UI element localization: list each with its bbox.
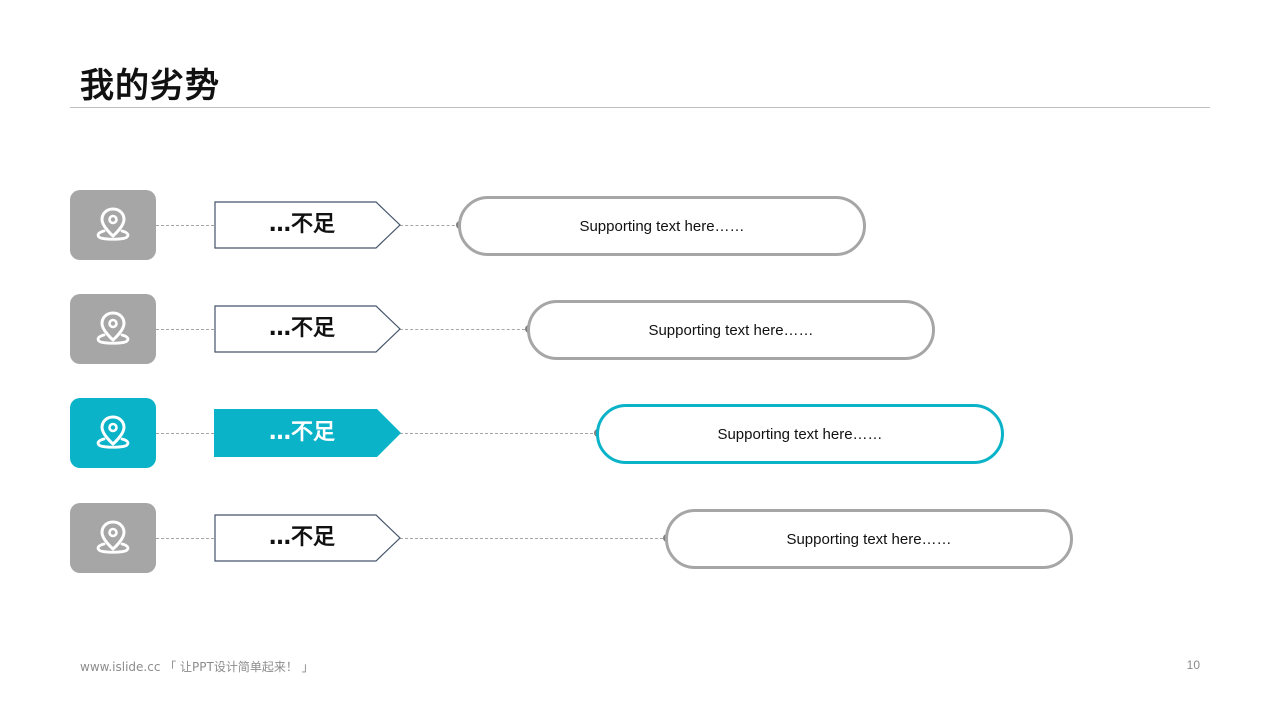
tag-shape [214,201,401,249]
item-tag-active: …不足 [214,409,402,457]
item-row-4: …不足 Supporting text here…… [0,503,1280,575]
footer-text: www.islide.cc 「 让PPT设计简单起来！ 」 [80,660,314,674]
item-tag-label: …不足 [268,420,335,445]
item-tag-label: …不足 [268,525,335,550]
item-row-2: …不足 Supporting text here…… [0,294,1280,366]
page-number: 10 [1186,658,1200,672]
supporting-text-pill: Supporting text here…… [458,196,866,256]
item-row-3: …不足 Supporting text here…… [0,398,1280,470]
tag-shape [214,305,401,353]
connector-line [400,329,530,330]
item-tag: …不足 [214,305,402,353]
connector-line [156,433,214,434]
connector-line [156,225,214,226]
connector-line [156,329,214,330]
location-pin-icon [96,207,130,241]
item-tag-label: …不足 [268,316,335,341]
title-divider [70,107,1210,108]
icon-tile [70,190,156,260]
tag-shape [214,514,401,562]
location-pin-icon [96,520,130,554]
icon-tile [70,294,156,364]
icon-tile-active [70,398,156,468]
supporting-text-pill-active: Supporting text here…… [596,404,1004,464]
connector-line [400,538,668,539]
supporting-text-pill: Supporting text here…… [665,509,1073,569]
location-pin-icon [96,415,130,449]
item-tag: …不足 [214,514,402,562]
tag-shape [214,409,401,457]
icon-tile [70,503,156,573]
location-pin-icon [96,311,130,345]
supporting-text-pill: Supporting text here…… [527,300,935,360]
item-row-1: …不足 Supporting text here…… [0,190,1280,262]
item-tag-label: …不足 [268,212,335,237]
connector-line [400,225,460,226]
page-title: 我的劣势 [80,66,220,106]
item-tag: …不足 [214,201,402,249]
connector-line [156,538,214,539]
connector-line [400,433,598,434]
